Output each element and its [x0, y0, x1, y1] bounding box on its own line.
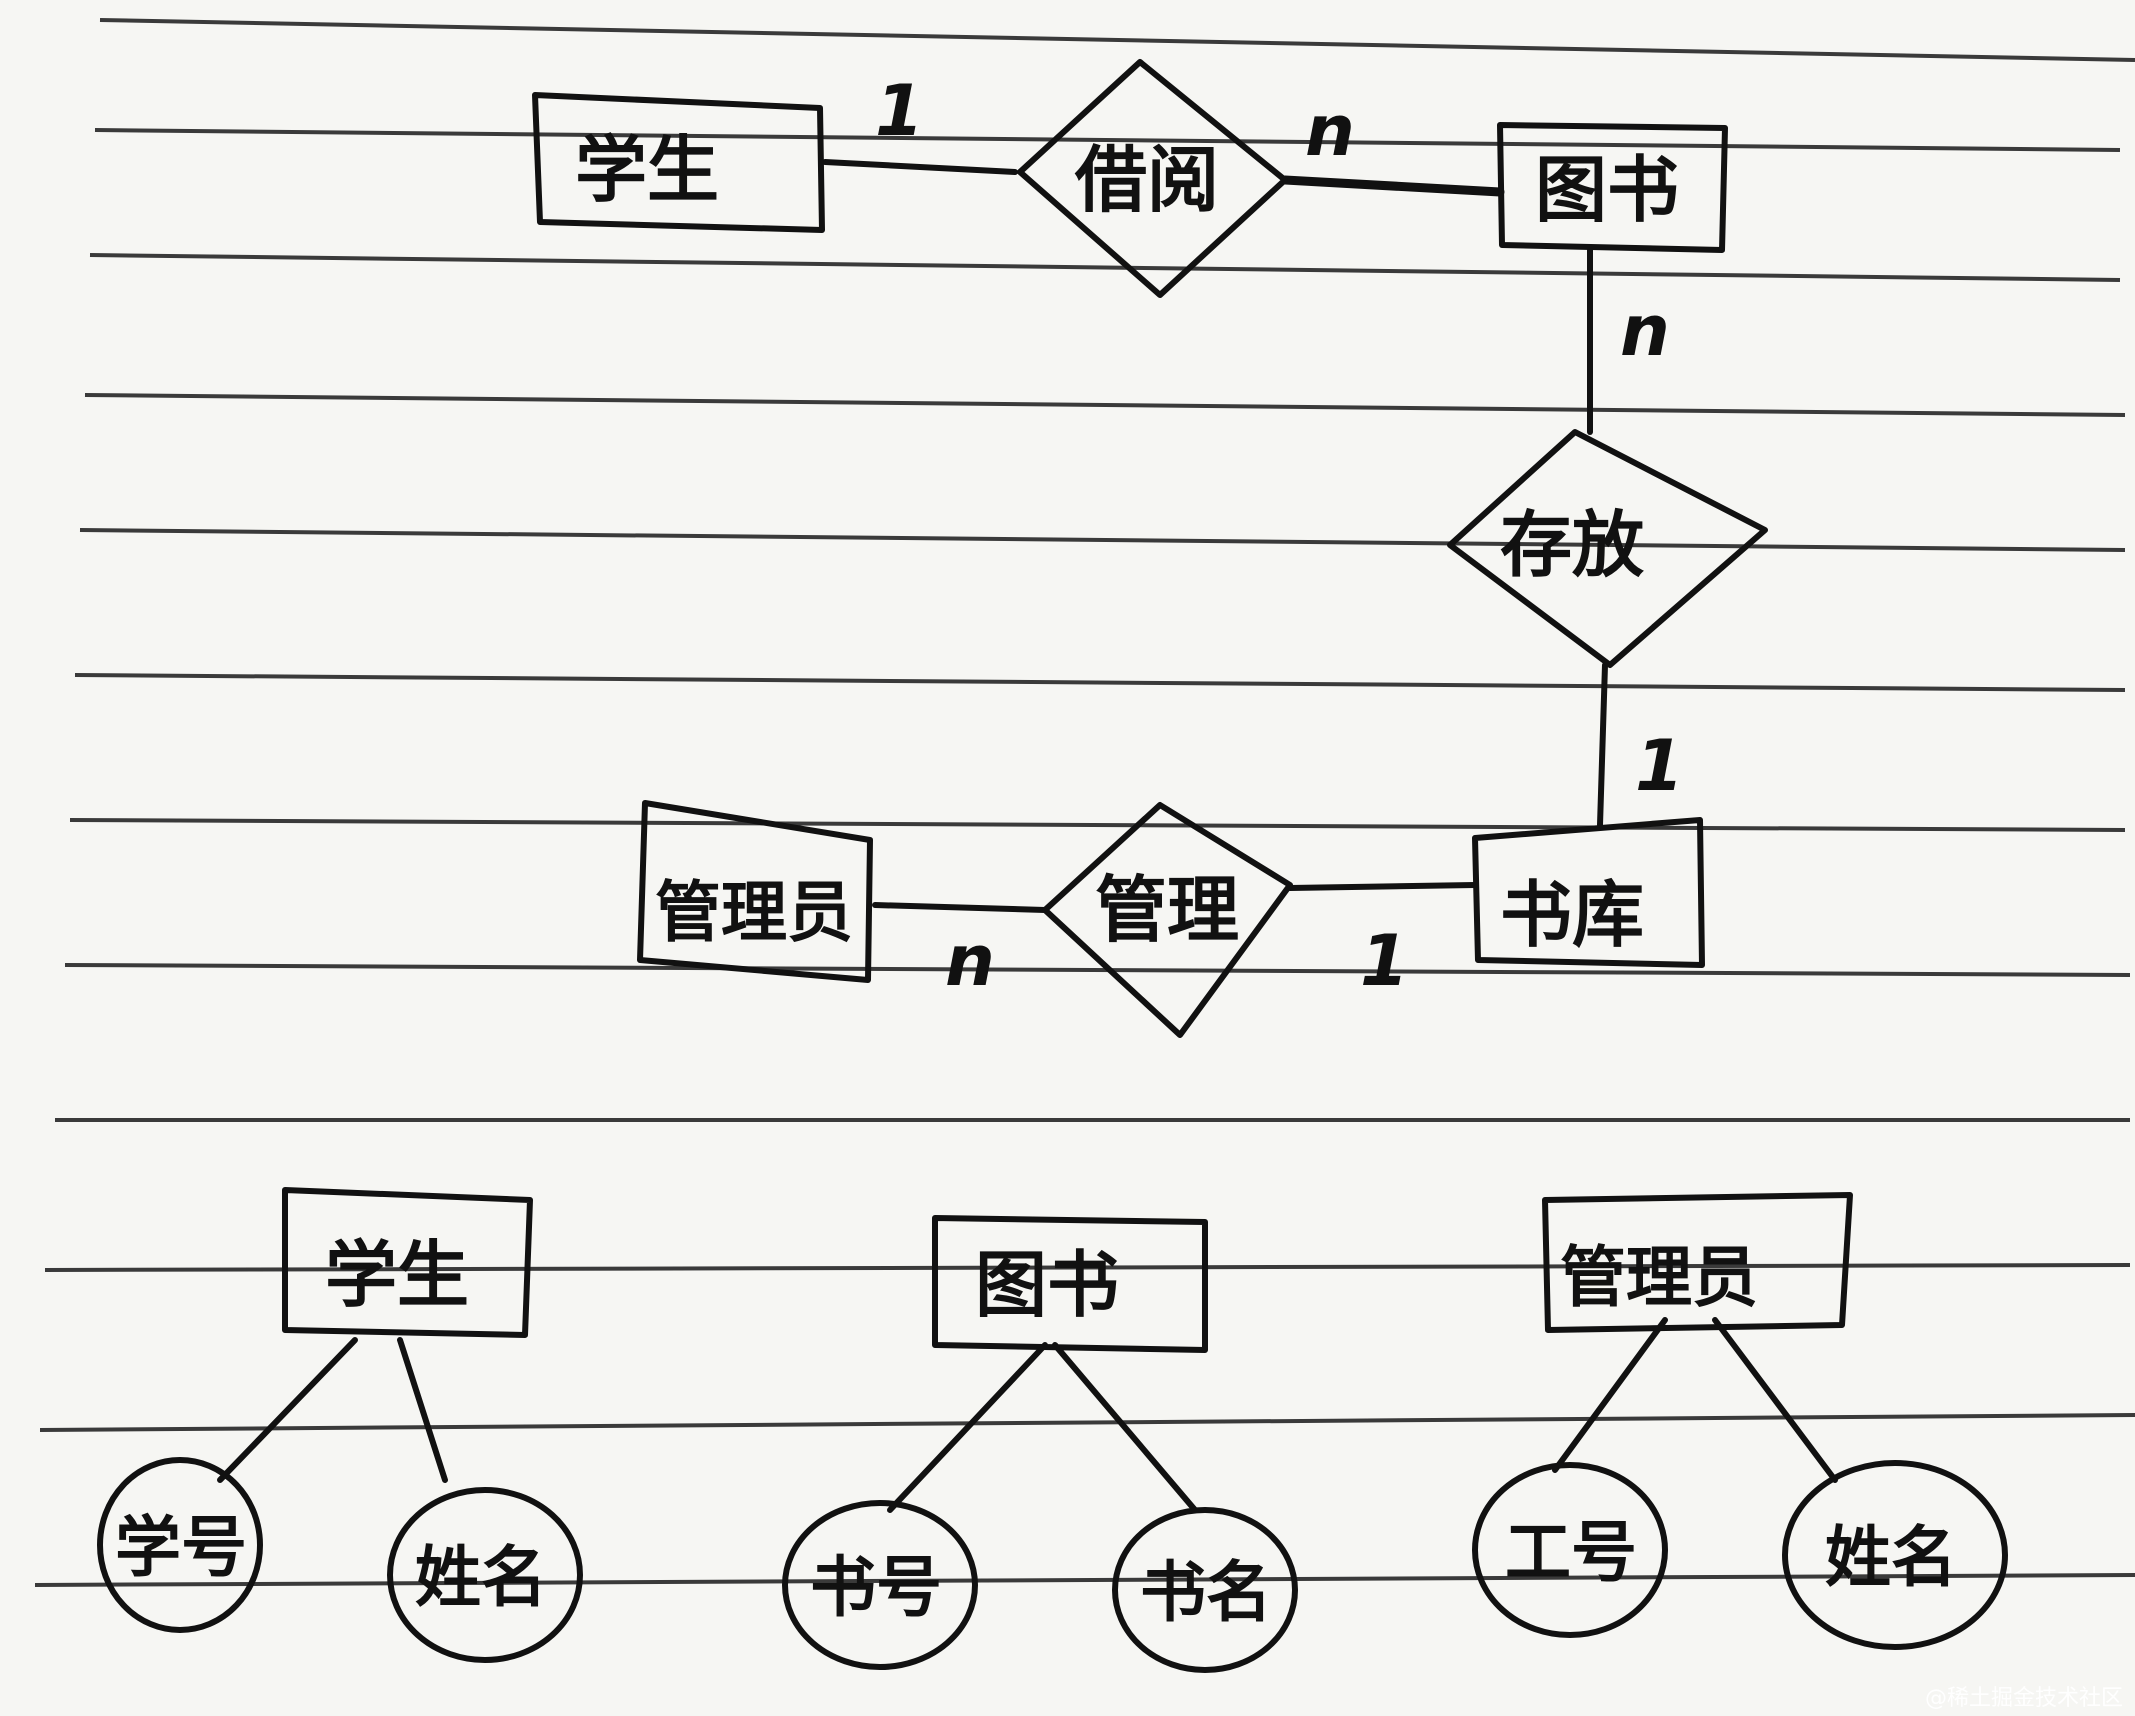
attr-student-1-label: 学号 — [115, 1509, 247, 1586]
relation-store: 存放 — [1447, 429, 1768, 668]
cardinality-borrow-book: n — [1305, 90, 1355, 172]
attr-student-2-label: 姓名 — [415, 1539, 547, 1616]
attr-book-2-label: 书名 — [1140, 1554, 1272, 1631]
attr-diagram-student: 学生 学号 姓名 — [97, 1187, 583, 1663]
cardinality-student-borrow: 1 — [875, 70, 924, 152]
entity-student: 学生 — [532, 92, 825, 233]
attr-admin-1-label: 工号 — [1505, 1514, 1637, 1591]
cardinality-store-warehouse: 1 — [1635, 725, 1684, 807]
entity-book-label: 图书 — [1535, 148, 1679, 232]
attr-ellipse-book-1 — [782, 1500, 978, 1670]
attr-ellipse-admin-1 — [1472, 1462, 1668, 1638]
attr-ellipse-admin-2 — [1782, 1460, 2008, 1650]
entity-student-label: 学生 — [575, 128, 719, 212]
line-borrow-book — [1280, 175, 1505, 197]
cardinality-book-store: n — [1620, 290, 1670, 372]
relation-manage-label: 管理 — [1095, 868, 1239, 952]
attr-entity-student-label: 学生 — [325, 1233, 469, 1317]
attr-entity-student-box — [282, 1187, 533, 1338]
attr-entity-admin-box — [1542, 1192, 1853, 1333]
attr-line-book-2 — [1052, 1342, 1198, 1513]
er-connections — [822, 159, 1608, 913]
cardinality-labels: 1 n n 1 n 1 — [875, 70, 1684, 1002]
attr-line-student-2 — [397, 1337, 448, 1483]
attr-diagram-book: 图书 书号 书名 — [782, 1215, 1298, 1673]
attr-ellipse-student-2 — [387, 1487, 583, 1663]
relation-manage: 管理 — [1042, 802, 1293, 1038]
relation-store-label: 存放 — [1500, 503, 1644, 587]
relation-borrow: 借阅 — [1017, 59, 1288, 298]
line-student-borrow — [822, 159, 1018, 175]
watermark: @稀土掘金技术社区 — [1925, 1686, 2123, 1711]
attr-admin-2-label: 姓名 — [1825, 1519, 1957, 1596]
attr-line-admin-1 — [1552, 1317, 1668, 1473]
line-manage-warehouse — [1287, 882, 1478, 891]
attr-book-1-label: 书号 — [810, 1549, 942, 1626]
attr-entity-book-label: 图书 — [975, 1243, 1119, 1327]
attr-ellipse-student-1 — [97, 1457, 263, 1633]
ruled-lines — [34, 18, 2135, 1587]
cardinality-admin-manage: n — [945, 920, 995, 1002]
cardinality-manage-warehouse: 1 — [1360, 920, 1409, 1002]
entity-warehouse-label: 书库 — [1500, 873, 1644, 957]
line-store-warehouse — [1597, 662, 1608, 828]
attr-entity-book-box — [932, 1215, 1208, 1353]
attr-line-student-1 — [217, 1337, 358, 1483]
line-admin-manage — [872, 902, 1048, 913]
attr-diagram-admin: 管理员 工号 姓名 — [1472, 1192, 2008, 1650]
entity-admin-label: 管理员 — [655, 874, 853, 951]
attr-entity-admin-label: 管理员 — [1560, 1239, 1758, 1316]
entity-admin: 管理员 — [637, 800, 873, 983]
attr-line-book-1 — [887, 1342, 1048, 1513]
attr-ellipse-book-2 — [1112, 1507, 1298, 1673]
entity-warehouse: 书库 — [1472, 817, 1705, 968]
entity-book: 图书 — [1497, 122, 1728, 253]
attr-line-admin-2 — [1712, 1317, 1838, 1483]
relation-borrow-label: 借阅 — [1074, 138, 1219, 222]
